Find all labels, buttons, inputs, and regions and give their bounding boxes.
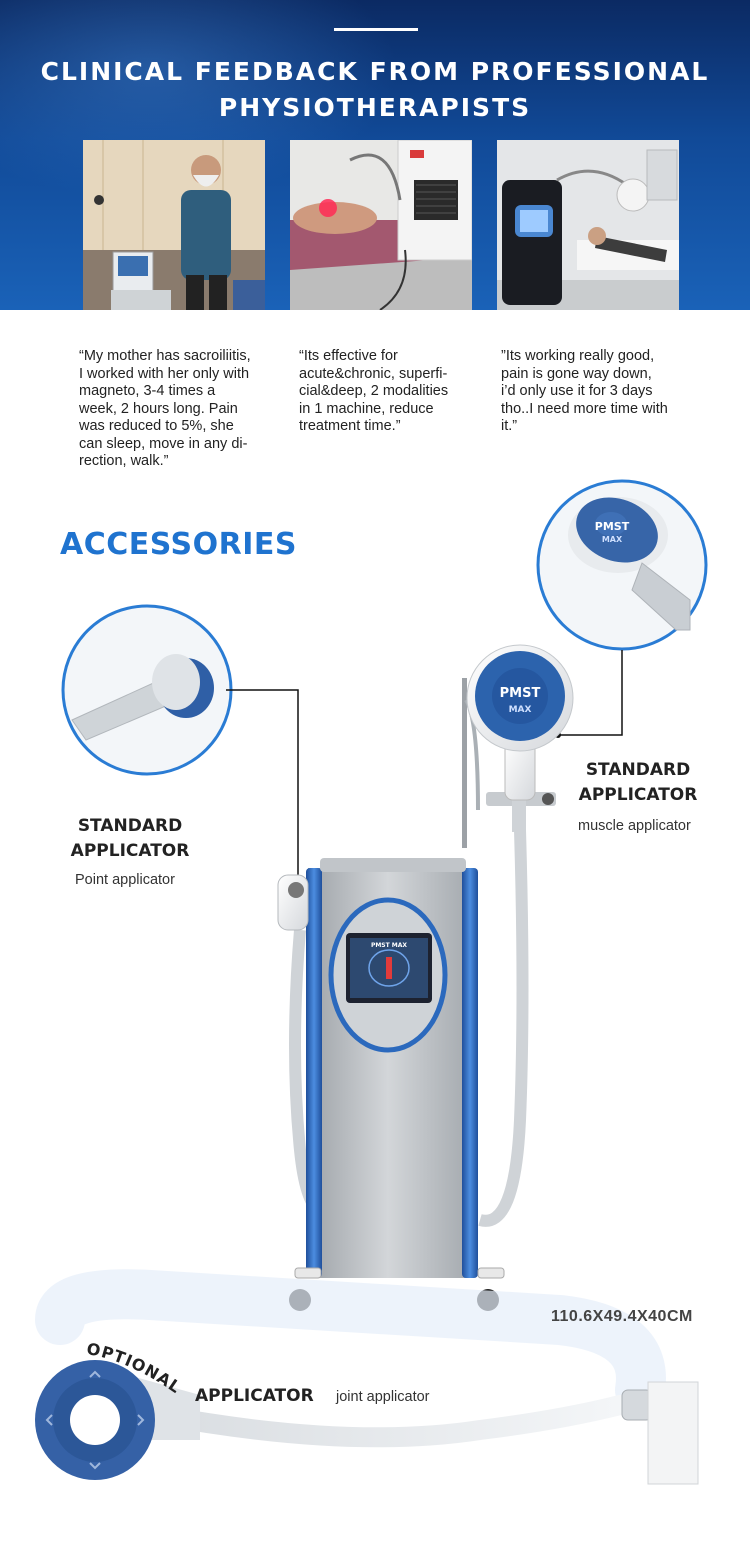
clinic-photo-3 bbox=[497, 140, 679, 310]
device-body bbox=[277, 858, 505, 1311]
accessories-heading: ACCESSORIES bbox=[60, 527, 297, 562]
point-applicator-title: STANDARD APPLICATOR bbox=[60, 814, 200, 864]
point-applicator-title-1: STANDARD bbox=[77, 816, 183, 836]
testimonial-1-line: was reduced to 5%, she bbox=[79, 418, 234, 434]
testimonial-2-line: in 1 machine, reduce bbox=[299, 400, 434, 417]
muscle-applicator-zoom bbox=[536, 479, 708, 651]
muscle-applicator-title-1: STANDARD bbox=[585, 760, 691, 780]
clinic-photo-1 bbox=[83, 140, 265, 310]
muscle-applicator-title-2: APPLICATOR bbox=[578, 785, 698, 805]
header-divider bbox=[334, 28, 418, 31]
testimonial-1-line: I worked with her only with bbox=[79, 365, 250, 382]
testimonial-3-line: ”Its working really good, bbox=[501, 348, 655, 364]
testimonial-1-line: magneto, 3-4 times a bbox=[79, 383, 216, 399]
testimonial-2-line: acute&chronic, superfi- bbox=[299, 365, 448, 382]
zoom-brand-label: PMST bbox=[595, 520, 630, 533]
point-applicator-subtitle: Point applicator bbox=[75, 872, 175, 888]
page-title: CLINICAL FEEDBACK FROM PROFESSIONAL PHYS… bbox=[0, 54, 750, 126]
testimonial-2-line: treatment time.” bbox=[299, 418, 401, 434]
device-brand-label: PMST bbox=[500, 686, 541, 701]
testimonial-1-line: week, 2 hours long. Pain bbox=[79, 400, 238, 417]
joint-applicator bbox=[35, 1269, 699, 1485]
header-banner: CLINICAL FEEDBACK FROM PROFESSIONAL PHYS… bbox=[0, 0, 750, 310]
testimonial-1-line: rection, walk.” bbox=[79, 453, 169, 469]
testimonial-1-line: “My mother has sacroiliitis, bbox=[79, 348, 251, 364]
testimonial-1-line: can sleep, move in any di- bbox=[79, 435, 248, 452]
optional-applicator-title: APPLICATOR bbox=[195, 1386, 314, 1406]
testimonial-3-line: tho..I need more time with bbox=[501, 400, 668, 417]
optional-applicator-subtitle: joint applicator bbox=[336, 1389, 430, 1405]
testimonial-3: ”Its working really good, pain is gone w… bbox=[501, 348, 701, 436]
screen-brand-label: PMST MAX bbox=[371, 942, 407, 949]
testimonial-2-line: “Its effective for bbox=[299, 348, 398, 364]
testimonial-2: “Its effective for acute&chronic, superf… bbox=[299, 348, 489, 436]
dimensions-label: 110.6X49.4X40CM bbox=[551, 1308, 693, 1325]
muscle-applicator-title: STANDARD APPLICATOR bbox=[568, 758, 708, 808]
testimonial-3-line: pain is gone way down, bbox=[501, 365, 652, 382]
testimonial-3-line: it.” bbox=[501, 418, 518, 434]
clinic-photo-2 bbox=[290, 140, 472, 310]
device-model-label: MAX bbox=[509, 705, 532, 715]
muscle-applicator-subtitle: muscle applicator bbox=[578, 818, 691, 834]
point-applicator-title-2: APPLICATOR bbox=[70, 841, 190, 861]
zoom-model-label: MAX bbox=[602, 535, 623, 544]
testimonial-3-line: i’d only use it for 3 days bbox=[501, 383, 653, 399]
testimonial-1: “My mother has sacroiliitis, I worked wi… bbox=[79, 348, 279, 471]
testimonial-2-line: cial&deep, 2 modalities bbox=[299, 383, 449, 399]
title-line-1: CLINICAL FEEDBACK FROM PROFESSIONAL bbox=[40, 57, 710, 86]
muscle-applicator-head bbox=[466, 644, 574, 801]
point-applicator-zoom bbox=[61, 604, 233, 776]
title-line-2: PHYSIOTHERAPISTS bbox=[218, 93, 532, 122]
